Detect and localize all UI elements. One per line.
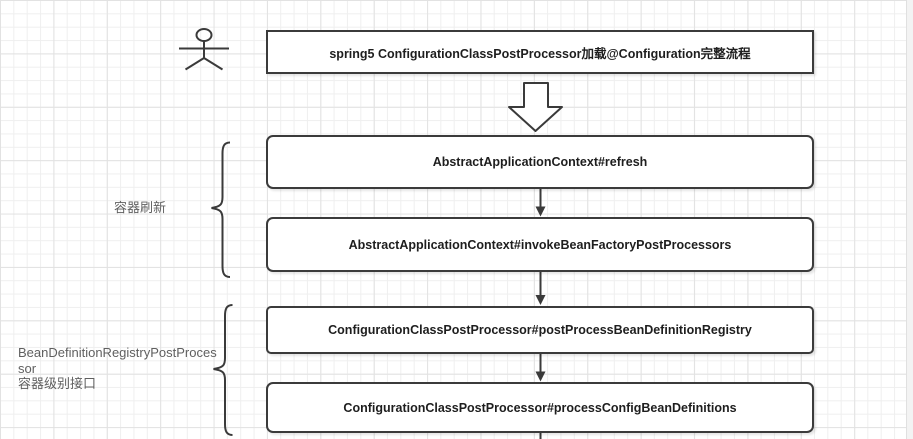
group-label-bdrpp-line1: BeanDefinitionRegistryPostProcessor <box>18 345 217 376</box>
curly-brace-container-refresh <box>211 141 231 278</box>
flow-box-refresh-label: AbstractApplicationContext#refresh <box>432 155 648 169</box>
connector-arrow-1 <box>535 189 546 217</box>
flow-title-label: spring5 ConfigurationClassPostProcessor加… <box>329 46 751 61</box>
flow-box-invoke-bean-factory-post-processors[interactable]: AbstractApplicationContext#invokeBeanFac… <box>266 217 814 272</box>
flow-box-refresh[interactable]: AbstractApplicationContext#refresh <box>266 135 814 189</box>
canvas-right-edge <box>906 0 913 439</box>
connector-arrow-3 <box>535 354 546 382</box>
group-label-bdrpp-line2: 容器级别接口 <box>18 376 97 391</box>
group-label-bean-definition-registry-post-processor: BeanDefinitionRegistryPostProcessor 容器级别… <box>18 345 218 392</box>
flow-box-post-process-bean-definition-registry[interactable]: ConfigurationClassPostProcessor#postProc… <box>266 306 814 354</box>
flow-box-invoke-label: AbstractApplicationContext#invokeBeanFac… <box>348 237 732 252</box>
actor-icon <box>179 28 229 71</box>
flow-title-box[interactable]: spring5 ConfigurationClassPostProcessor加… <box>266 30 814 74</box>
block-down-arrow-icon <box>508 82 563 132</box>
flow-box-processconfig-label: ConfigurationClassPostProcessor#processC… <box>343 400 737 415</box>
flow-box-postprocess-label: ConfigurationClassPostProcessor#postProc… <box>328 323 752 337</box>
flow-box-process-config-bean-definitions[interactable]: ConfigurationClassPostProcessor#processC… <box>266 382 814 433</box>
connector-arrow-2 <box>535 272 546 305</box>
group-label-container-refresh: 容器刷新 <box>114 200 167 215</box>
